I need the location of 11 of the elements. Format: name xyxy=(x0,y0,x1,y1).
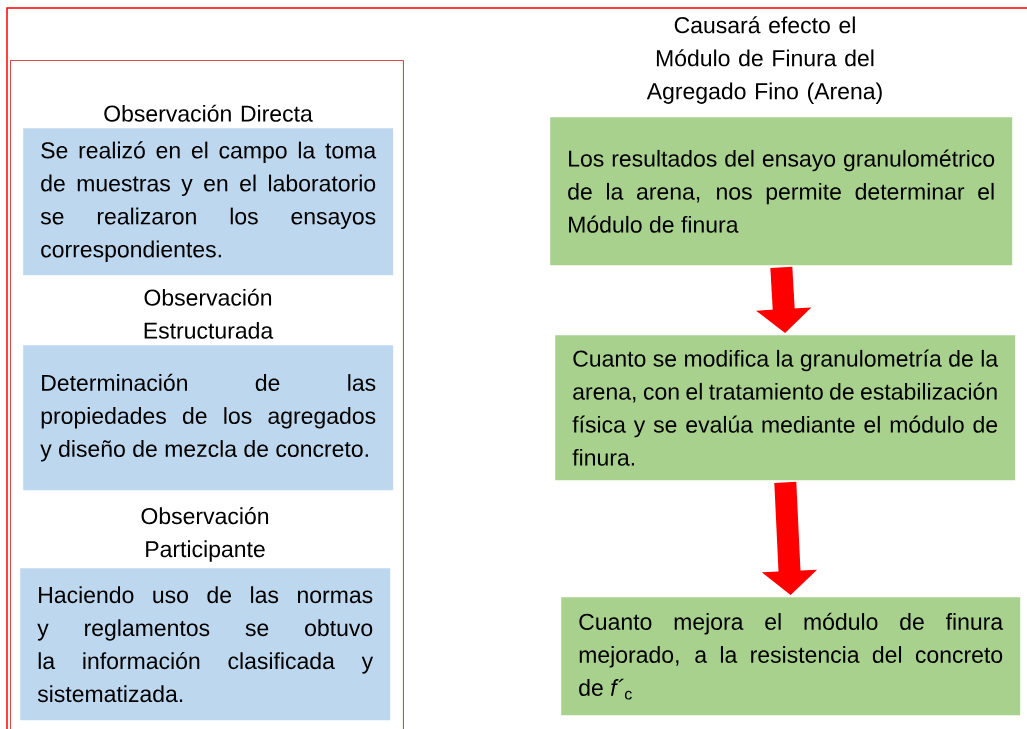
text-box: Se realizó en el campo la toma de muestras y en el laboratorio se realizaron los ensayos correspondientes. xyxy=(23,128,394,276)
text-box: Cuanto mejora el módulo de finura mejorado, a la resistencia del concreto de f´$_{c}$ xyxy=(561,597,1021,716)
text-box: Determinación de las propiedades de los agregados y diseño de mezcla de concreto. xyxy=(23,345,394,491)
heading: Observación Directa xyxy=(104,104,313,122)
panel-frame xyxy=(10,60,404,729)
text-box: Haciendo uso de las normas y reglamentos se obtuvo la información clasificada y sistematizada. xyxy=(20,568,391,721)
heading: Observación Participante xyxy=(141,507,269,562)
text-box: Los resultados del ensayo granulométrico de la arena, nos permite determinar el Módulo de finura xyxy=(550,117,1013,266)
heading: Causará efecto el Módulo de Finura del Agregado Fino (Arena) xyxy=(646,16,882,104)
heading: Observación Estructurada xyxy=(144,288,274,339)
text-box: Cuanto se modifica la granulometría de la arena, con el tratamiento de estabilización física y se evalúa mediante el módulo de finura. xyxy=(555,335,1016,481)
